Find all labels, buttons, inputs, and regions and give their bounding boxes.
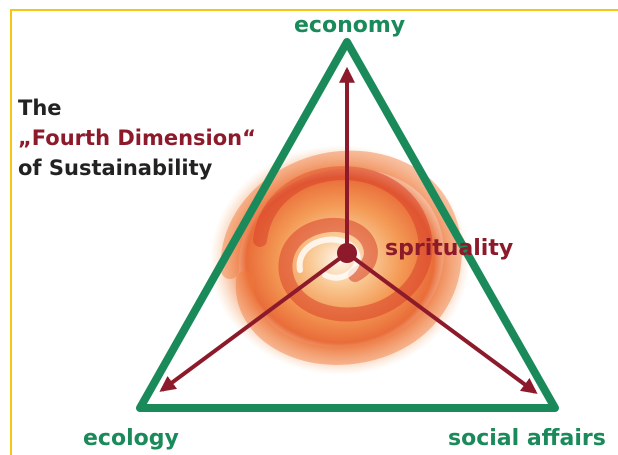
center-dot [337,243,357,263]
sustainability-triangle [136,38,559,412]
title-line-3: of Sustainability [18,156,213,180]
vertex-label-ecology: ecology [83,426,179,451]
vertex-label-social-affairs: social affairs [448,426,606,451]
vertex-label-economy: economy [294,13,406,38]
frame-border-top [10,9,618,11]
title-line-1: The [18,96,62,120]
arrow-ecology [159,251,349,392]
arrows [159,66,538,394]
diagram-title: The „Fourth Dimension“ of Sustainability [18,93,256,183]
title-line-2: „Fourth Dimension“ [18,126,256,150]
frame-border-left [10,9,12,455]
center-label-spirituality: sprituality [385,236,514,261]
arrow-social-affairs [345,251,538,394]
